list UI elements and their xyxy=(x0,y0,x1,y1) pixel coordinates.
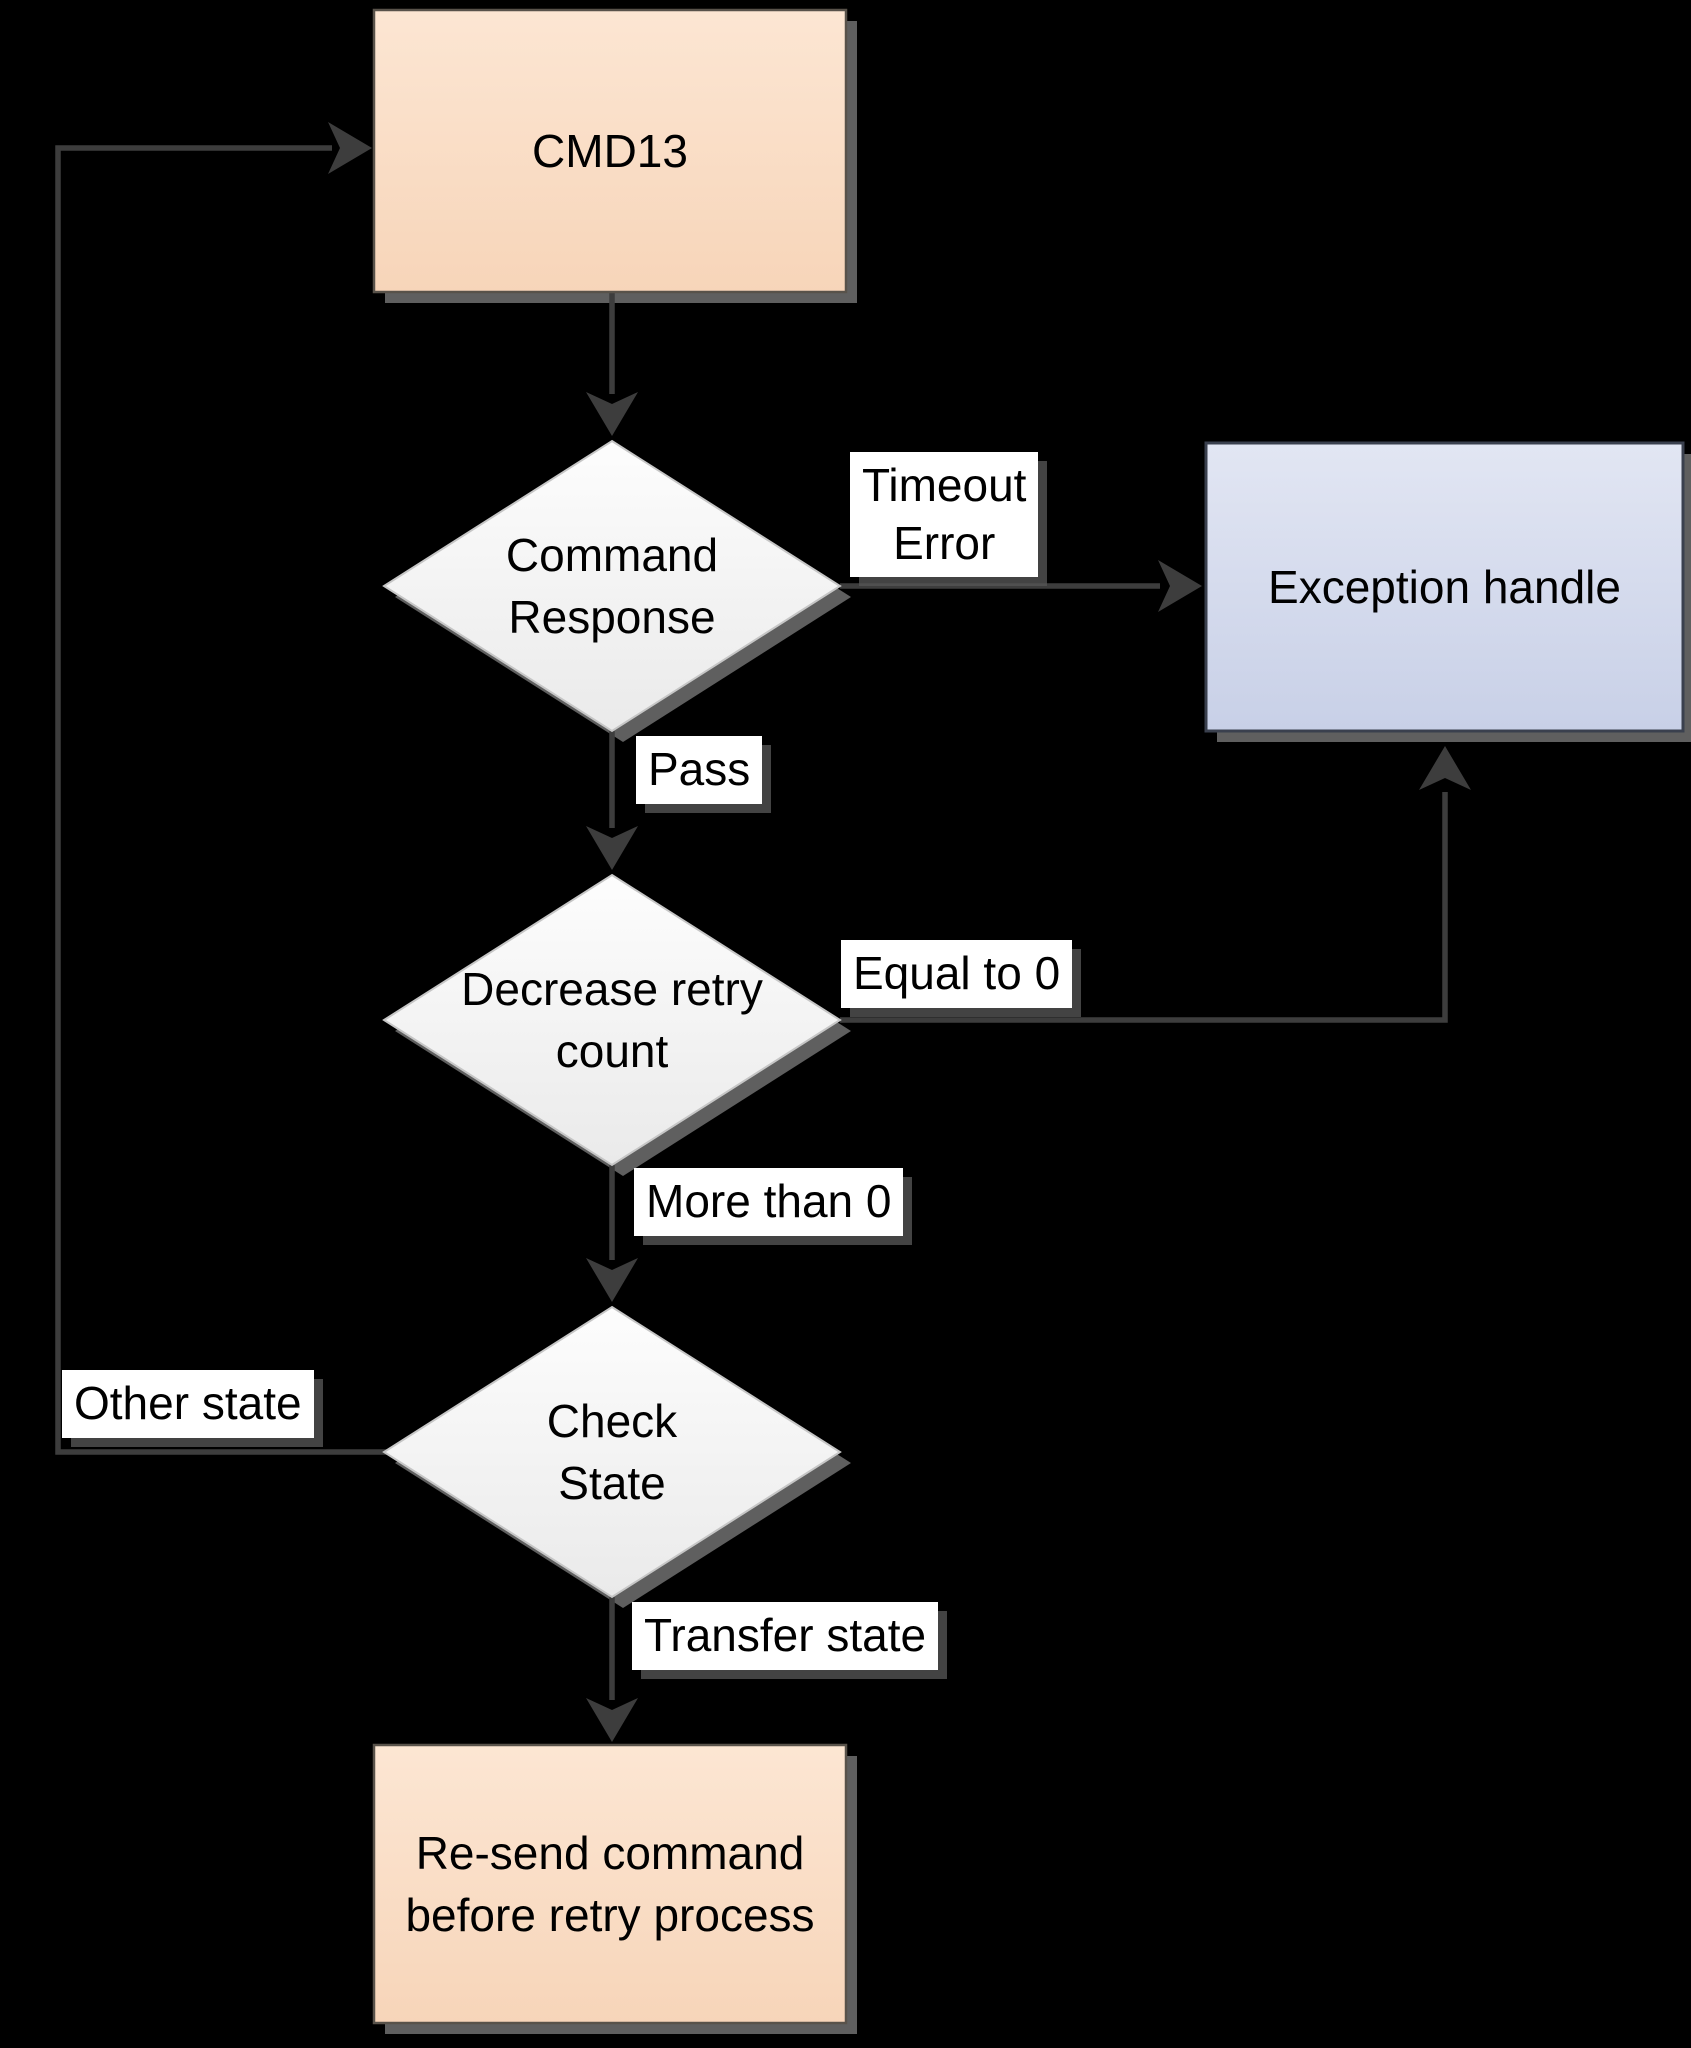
edge-decrease-retry-to-exception xyxy=(840,792,1448,1023)
arrowhead-into-command-response xyxy=(586,392,638,436)
node-exception-handle-shape xyxy=(1204,441,1685,733)
edge-label-pass: Pass xyxy=(636,736,763,804)
edge-check-state-to-cmd13-loop xyxy=(55,145,390,1455)
edge-label-timeout-error-line1: Timeout xyxy=(862,459,1027,511)
arrowhead-into-check-state xyxy=(586,1258,638,1302)
arrowhead-into-decrease-retry xyxy=(586,826,638,870)
edge-label-pass-text: Pass xyxy=(648,743,751,795)
node-check-state-shape xyxy=(382,1305,842,1599)
arrowhead-into-exception-bottom xyxy=(1419,746,1471,790)
node-command-response-shape xyxy=(382,439,842,733)
connector-lines xyxy=(55,145,1448,1700)
edge-label-transfer-state: Transfer state xyxy=(632,1602,939,1670)
node-decrease-retry-shape xyxy=(382,873,842,1167)
arrowhead-into-cmd13 xyxy=(328,122,372,174)
edge-label-more-than-0-text: More than 0 xyxy=(646,1175,892,1227)
edge-label-timeout-error-line2: Error xyxy=(893,516,996,569)
edge-label-timeout-error: Timeout Error xyxy=(850,452,1039,577)
node-cmd13-shape xyxy=(372,8,848,294)
edge-label-other-state: Other state xyxy=(62,1370,314,1438)
arrowhead-into-exception-left xyxy=(1158,560,1202,612)
edge-label-equal-to-0: Equal to 0 xyxy=(841,940,1073,1008)
edge-label-more-than-0: More than 0 xyxy=(634,1168,904,1236)
connector-arrowheads xyxy=(328,122,1471,1742)
edge-label-equal-to-0-text: Equal to 0 xyxy=(853,947,1061,999)
edge-label-transfer-state-text: Transfer state xyxy=(644,1609,927,1661)
node-resend-shape xyxy=(372,1743,848,2025)
edge-label-other-state-text: Other state xyxy=(74,1377,302,1429)
arrowhead-into-resend xyxy=(586,1698,638,1742)
